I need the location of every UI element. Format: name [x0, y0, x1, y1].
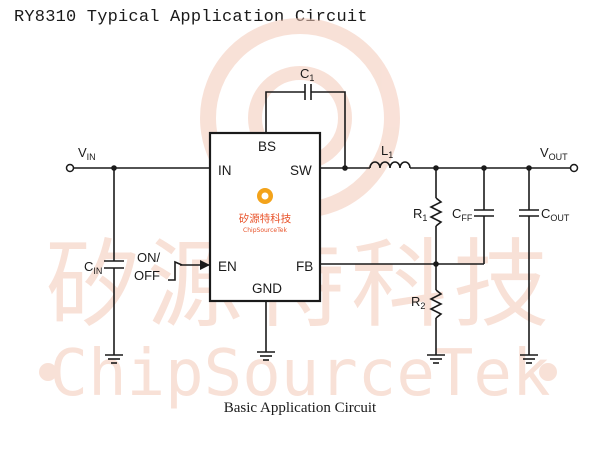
- svg-text:C1: C1: [300, 66, 314, 83]
- cap-cin: CIN: [84, 168, 124, 364]
- svg-text:CFF: CFF: [452, 206, 473, 223]
- ic-body: [208, 131, 322, 303]
- cap-cff: CFF: [452, 168, 494, 264]
- pin-in: IN: [218, 163, 232, 178]
- pin-en: EN: [218, 259, 237, 274]
- logo-cn: 矽源特科技: [239, 212, 292, 225]
- pin-fb: FB: [296, 259, 313, 274]
- cap-cout: COUT: [519, 168, 570, 364]
- ic-logo: 矽源特科技 ChipSourceTek: [239, 188, 292, 234]
- logo-en: ChipSourceTek: [243, 227, 287, 234]
- vout-net: VOUT: [433, 145, 579, 173]
- svg-text:CIN: CIN: [84, 259, 102, 276]
- svg-text:VIN: VIN: [78, 145, 96, 162]
- svg-text:L1: L1: [381, 143, 393, 160]
- svg-text:R1: R1: [413, 206, 427, 223]
- on-off-label-1: ON/: [137, 250, 161, 265]
- diagram-caption: Basic Application Circuit: [223, 400, 377, 416]
- svg-text:VOUT: VOUT: [540, 145, 568, 162]
- vin-net: VIN: [65, 145, 210, 173]
- svg-text:R2: R2: [411, 294, 425, 311]
- resistor-r1: R1: [413, 168, 443, 264]
- en-control: ON/ OFF: [134, 250, 210, 283]
- on-off-label-2: OFF: [134, 268, 160, 283]
- pin-gnd: GND: [252, 281, 282, 296]
- pin-sw: SW: [290, 163, 312, 178]
- inductor-l1: L1: [320, 143, 570, 171]
- cap-c1: C1: [265, 66, 346, 168]
- svg-text:COUT: COUT: [541, 206, 570, 223]
- resistor-r2: R2: [411, 264, 445, 364]
- watermark-en: ChipSourceTek: [50, 337, 551, 411]
- ic-ground: [257, 301, 275, 361]
- pin-bs: BS: [258, 139, 276, 154]
